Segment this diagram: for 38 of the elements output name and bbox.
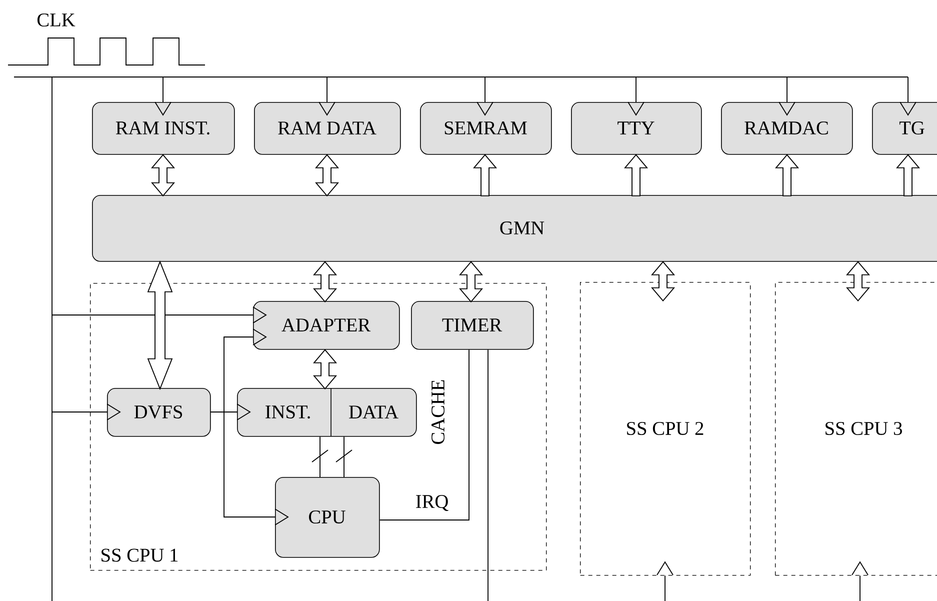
clock-arrow (52, 404, 121, 420)
bus-arrow (459, 261, 484, 303)
clock-arrow (656, 561, 674, 601)
edge-label: IRQ (414, 494, 450, 512)
block-box: GMN (92, 195, 937, 262)
clock-arrow (778, 76, 796, 116)
block-box: RAM DATA (254, 102, 401, 155)
signal-line (379, 349, 470, 520)
bus-arrow (315, 154, 340, 197)
subsystem-frame: SS CPU 2 (580, 282, 751, 576)
clock-arrow (52, 306, 267, 324)
clock-arrow (318, 76, 336, 116)
block-box: CPU (275, 477, 380, 558)
clock-arrow (852, 561, 868, 601)
subsystem-frame: SS CPU 3 (775, 282, 937, 576)
bus-arrow (313, 261, 338, 303)
clock-label: CLK (37, 14, 76, 26)
clock-arrow (900, 76, 916, 116)
clock-arrow (628, 76, 644, 116)
bus-arrow (313, 349, 338, 390)
clock-arrow (154, 76, 172, 116)
bus-arrow (151, 154, 176, 197)
block-box: DVFS (107, 388, 211, 437)
cache-box: INST. DATA (237, 388, 417, 437)
block-box: SEMRAM (420, 102, 552, 155)
block-box: TG (872, 102, 937, 155)
block-box: TIMER (411, 301, 534, 350)
block-box: RAM INST. (92, 102, 235, 155)
clock-arrow (476, 76, 494, 116)
bus-arrow (651, 261, 676, 302)
clock-arrow (210, 412, 289, 526)
signal-line (336, 436, 352, 478)
block-box: ADAPTER (253, 301, 400, 350)
cache-label: CACHE (432, 380, 444, 444)
signal-line (312, 436, 328, 478)
block-box: RAMDAC (721, 102, 853, 155)
bus-arrow (846, 261, 870, 302)
block-box: TTY (571, 102, 702, 155)
